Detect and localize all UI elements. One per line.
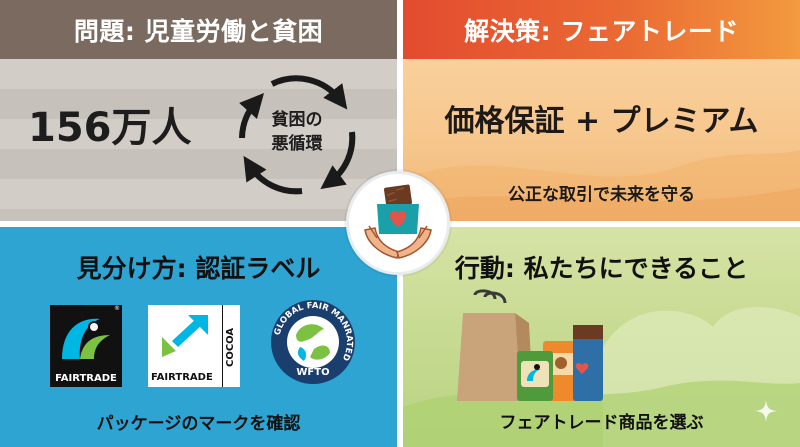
hands-illustration: [364, 225, 432, 259]
action-panel: 行動: 私たちにできること フェアトレード商品を選ぶ: [403, 227, 800, 447]
cycle-label-line2: 悪循環: [271, 134, 323, 154]
problem-panel: 問題: 児童労働と貧困 156万人 貧困の 悪循環: [0, 0, 397, 221]
chocolate-bar-illustration: [377, 184, 419, 234]
fairtrade-logo: ® FAIRTRADE: [50, 305, 122, 387]
hands-chocolate-badge: [346, 171, 450, 275]
green-product-box: [517, 351, 553, 401]
solution-panel: 解決策: フェアトレード 価格保証 + プレミアム 公正な取引で未来を守る: [403, 0, 800, 221]
fairtrade-caption: FAIRTRADE: [55, 373, 117, 384]
cocoa-side-bar: COCOA: [222, 305, 240, 387]
dune-decoration: [403, 150, 800, 221]
action-title: 行動: 私たちにできること: [454, 254, 749, 283]
cycle-label: 貧困の 悪循環: [232, 108, 362, 156]
identify-instruction: パッケージのマークを確認: [96, 414, 301, 434]
cocoa-caption: FAIRTRADE: [151, 372, 213, 383]
action-instruction: フェアトレード商品を選ぶ: [499, 413, 704, 433]
identify-panel: 見分け方: 認証ラベル ® FAIRTRADE FAIRTRADE COCOA: [0, 227, 397, 447]
identify-title: 見分け方: 認証ラベル: [76, 254, 321, 283]
problem-header: 問題: 児童労働と貧困: [0, 0, 397, 59]
poverty-cycle: 貧困の 悪循環: [232, 70, 362, 200]
cycle-label-line1: 貧困の: [271, 110, 323, 130]
fairtrade-logo-icon: [62, 318, 110, 359]
wfto-caption: WFTO: [296, 367, 329, 378]
child-labor-stat: 156万人: [28, 105, 192, 151]
price-guarantee-text: 価格保証 + プレミアム: [444, 104, 759, 139]
fair-trade-slogan: 公正な取引で未来を守る: [508, 185, 695, 205]
registered-mark: ®: [114, 305, 120, 312]
chocolate-bar: [573, 325, 603, 401]
solution-header: 解決策: フェアトレード: [403, 0, 800, 59]
cocoa-side-label: COCOA: [225, 327, 236, 367]
hands-chocolate-heart-icon: [364, 184, 432, 259]
wfto-logo-icon: GLOBAL FAIR MANRATED WFTO: [271, 300, 355, 384]
fairtrade-cocoa-logo: FAIRTRADE COCOA: [148, 305, 240, 387]
fair-trade-products: [457, 289, 603, 401]
sparkle-icon: [755, 400, 777, 422]
cocoa-logo-icon: [154, 311, 214, 363]
cycle-arrows-icon: [239, 75, 356, 195]
